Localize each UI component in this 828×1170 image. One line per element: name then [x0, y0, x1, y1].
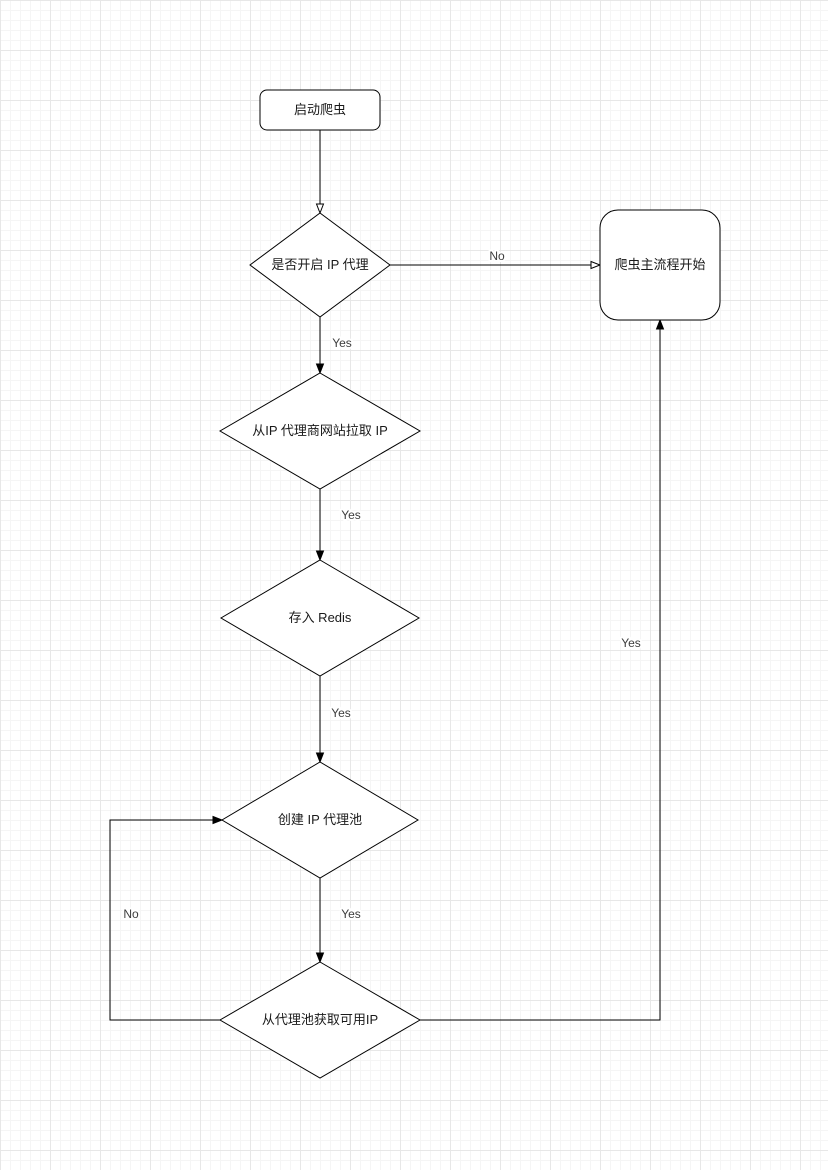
edge-check-to-pull[interactable]: Yes — [315, 317, 354, 375]
node-check-proxy[interactable]: 是否开启 IP 代理 — [249, 212, 391, 318]
node-main-process-label: 爬虫主流程开始 — [614, 257, 705, 272]
node-start[interactable]: 启动爬虫 — [259, 89, 381, 131]
edge-label-yes-to-get: Yes — [341, 907, 361, 921]
edge-get-to-pool[interactable]: No — [109, 815, 224, 1021]
node-create-pool[interactable]: 创建 IP 代理池 — [221, 761, 419, 879]
node-store-redis[interactable]: 存入 Redis — [220, 559, 420, 677]
edge-label-no-to-main: No — [489, 249, 505, 263]
node-pull-ip[interactable]: 从IP 代理商网站拉取 IP — [219, 372, 421, 490]
edge-pull-to-redis[interactable]: Yes — [315, 489, 363, 562]
node-pull-ip-label: 从IP 代理商网站拉取 IP — [252, 423, 388, 438]
edge-label-no-to-pool: No — [123, 907, 139, 921]
edge-label-yes-to-pull: Yes — [332, 336, 352, 350]
edge-get-to-main[interactable]: Yes — [420, 318, 665, 1021]
node-check-proxy-label: 是否开启 IP 代理 — [271, 257, 368, 272]
edge-redis-to-pool[interactable]: Yes — [315, 676, 353, 764]
node-get-ip-label: 从代理池获取可用IP — [262, 1012, 378, 1027]
node-get-ip[interactable]: 从代理池获取可用IP — [219, 961, 421, 1079]
node-create-pool-label: 创建 IP 代理池 — [278, 812, 362, 827]
edge-label-yes-to-pool: Yes — [331, 706, 351, 720]
node-store-redis-label: 存入 Redis — [289, 610, 352, 625]
edge-label-yes-to-main: Yes — [621, 636, 641, 650]
node-main-process[interactable]: 爬虫主流程开始 — [599, 209, 721, 321]
edge-label-yes-to-redis: Yes — [341, 508, 361, 522]
edge-pool-to-get[interactable]: Yes — [315, 878, 363, 964]
node-start-label: 启动爬虫 — [294, 102, 346, 117]
edge-check-to-main[interactable]: No — [390, 247, 602, 270]
